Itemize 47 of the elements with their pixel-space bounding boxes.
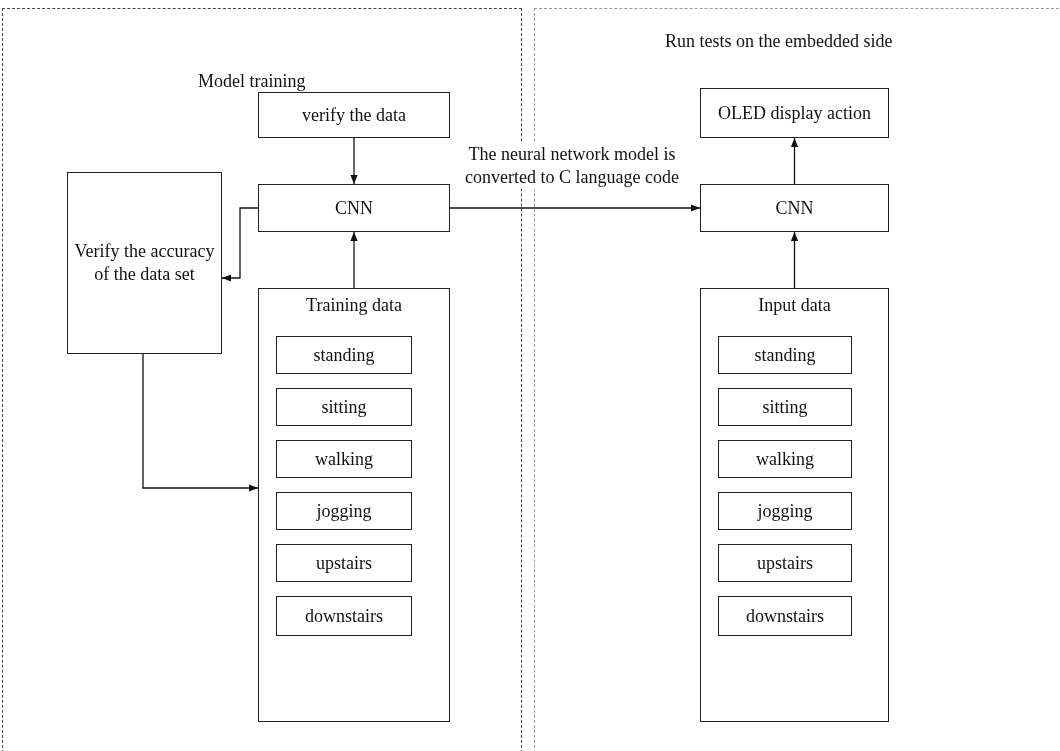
box-label: verify the data	[301, 103, 407, 127]
box-label: sitting	[761, 395, 809, 419]
box-label: standing	[753, 343, 817, 367]
box-label: upstairs	[756, 551, 814, 575]
process-box	[700, 184, 889, 232]
process-box	[718, 440, 852, 478]
box-label: sitting	[320, 395, 368, 419]
group-box	[258, 288, 450, 722]
arrow	[350, 231, 358, 289]
box-label: jogging	[315, 499, 373, 523]
process-box	[276, 388, 412, 426]
box-label: walking	[755, 447, 815, 471]
process-box	[276, 596, 412, 636]
arrow	[449, 204, 701, 212]
arrow	[790, 231, 799, 289]
box-label: OLED display action	[717, 101, 872, 125]
arrow	[142, 353, 259, 492]
process-box	[718, 388, 852, 426]
process-box	[67, 172, 222, 354]
box-label: walking	[314, 447, 374, 471]
panel-heading: Model training	[198, 70, 306, 93]
process-box	[276, 336, 412, 374]
group-box	[700, 288, 889, 722]
process-box	[258, 184, 450, 232]
group-heading: Training data	[305, 294, 403, 317]
box-label: downstairs	[745, 604, 825, 628]
box-label: CNN	[334, 196, 374, 220]
arrow	[790, 137, 799, 185]
process-box	[718, 336, 852, 374]
process-box	[258, 92, 450, 138]
arrow	[221, 207, 259, 282]
box-label: downstairs	[304, 604, 384, 628]
process-box	[718, 492, 852, 530]
process-box	[700, 88, 889, 138]
box-label: Verify the accuracy of the data set	[73, 240, 216, 286]
box-label: upstairs	[315, 551, 373, 575]
process-box	[718, 596, 852, 636]
process-box	[276, 440, 412, 478]
box-label: standing	[312, 343, 376, 367]
process-box	[276, 544, 412, 582]
box-label: CNN	[774, 196, 815, 220]
process-box	[718, 544, 852, 582]
arrow	[350, 137, 358, 185]
group-heading: Input data	[757, 294, 832, 317]
panel-heading: Run tests on the embedded side	[665, 30, 893, 53]
box-label: jogging	[756, 499, 814, 523]
process-box	[276, 492, 412, 530]
